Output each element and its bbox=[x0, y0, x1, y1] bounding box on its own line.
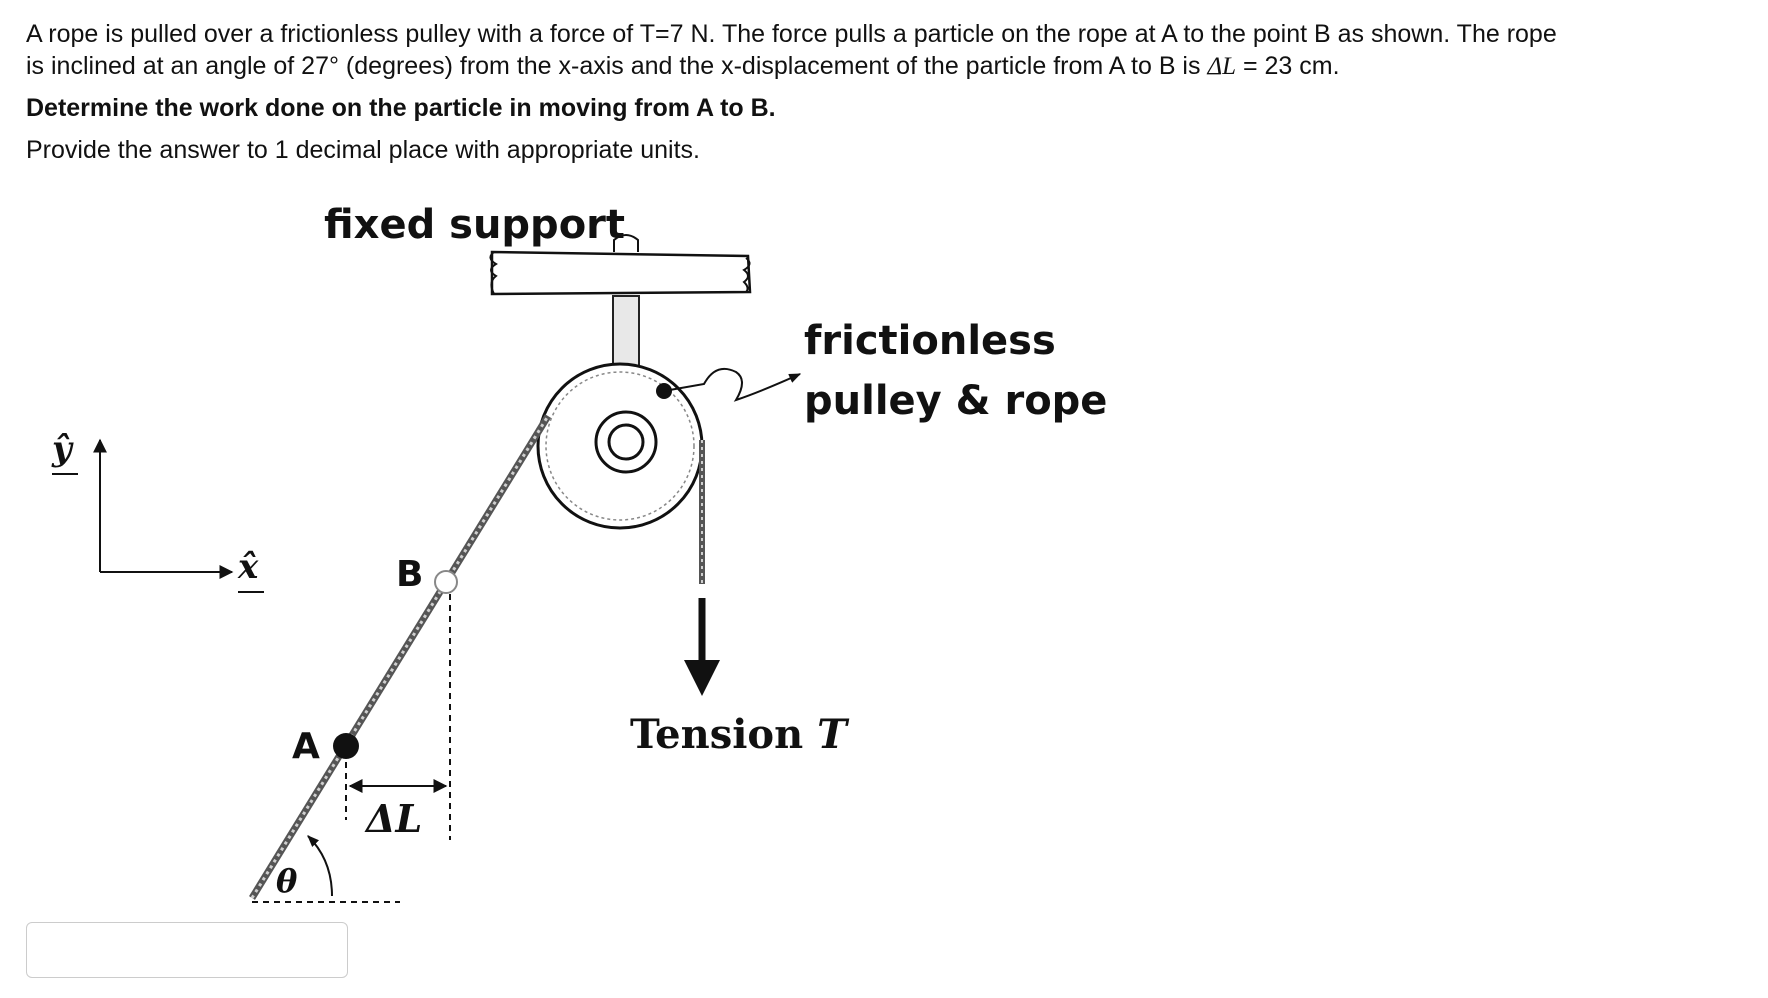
support-break-left bbox=[489, 251, 498, 295]
question-line-1: A rope is pulled over a frictionless pul… bbox=[26, 20, 1557, 48]
point-a-marker bbox=[333, 733, 359, 759]
question-text: A rope is pulled over a frictionless pul… bbox=[26, 18, 1726, 83]
point-a: A bbox=[292, 726, 359, 820]
question-prompt: Determine the work done on the particle … bbox=[26, 94, 776, 122]
tension-arrow-head bbox=[684, 660, 720, 696]
tension-force: Tension T bbox=[630, 598, 850, 758]
point-b: B bbox=[396, 554, 458, 840]
angle-theta-label: θ bbox=[276, 862, 298, 900]
answer-input[interactable] bbox=[26, 922, 348, 978]
angle-arc bbox=[307, 835, 333, 897]
pulley-axle-inner bbox=[607, 423, 645, 461]
tension-label: Tension T bbox=[630, 711, 850, 758]
fixed-support-label: fixed support bbox=[324, 202, 625, 248]
question-line-2-end: = 23 cm. bbox=[1236, 52, 1340, 80]
support-bolt bbox=[613, 234, 639, 252]
delta-l-label: ΔL bbox=[364, 796, 422, 841]
pulley-wheel-rim bbox=[545, 371, 695, 521]
pulley-label-line-1: frictionless bbox=[804, 318, 1056, 364]
question-line-2-start: is inclined at an angle of 27° (degrees)… bbox=[26, 52, 1208, 80]
rope bbox=[249, 414, 705, 900]
delta-l-symbol: ΔL bbox=[1207, 53, 1237, 80]
point-a-label: A bbox=[292, 726, 320, 767]
pulley-callout-pointer bbox=[663, 368, 802, 402]
question-line-2: is inclined at an angle of 27° (degrees)… bbox=[26, 50, 1726, 83]
fixed-support: fixed support bbox=[324, 202, 752, 296]
point-b-marker bbox=[434, 570, 458, 594]
coordinate-axes: ŷ x̂ bbox=[51, 429, 264, 593]
y-unit-vector-label: ŷ bbox=[51, 429, 74, 469]
pulley-callout: frictionless pulley & rope bbox=[656, 318, 1107, 424]
tension-symbol: T bbox=[817, 711, 850, 758]
pulley-label-line-2: pulley & rope bbox=[804, 378, 1107, 424]
tension-word: Tension bbox=[630, 711, 803, 758]
delta-l-dimension: ΔL bbox=[348, 779, 448, 841]
angle-theta: θ bbox=[252, 835, 400, 903]
x-unit-vector-label: x̂ bbox=[237, 547, 259, 587]
support-beam bbox=[490, 250, 752, 296]
point-b-label: B bbox=[396, 554, 423, 595]
inclined-rope-texture bbox=[250, 415, 550, 899]
precision-instruction: Provide the answer to 1 decimal place wi… bbox=[26, 136, 700, 164]
pulley bbox=[536, 295, 704, 530]
support-break-right bbox=[742, 257, 751, 293]
